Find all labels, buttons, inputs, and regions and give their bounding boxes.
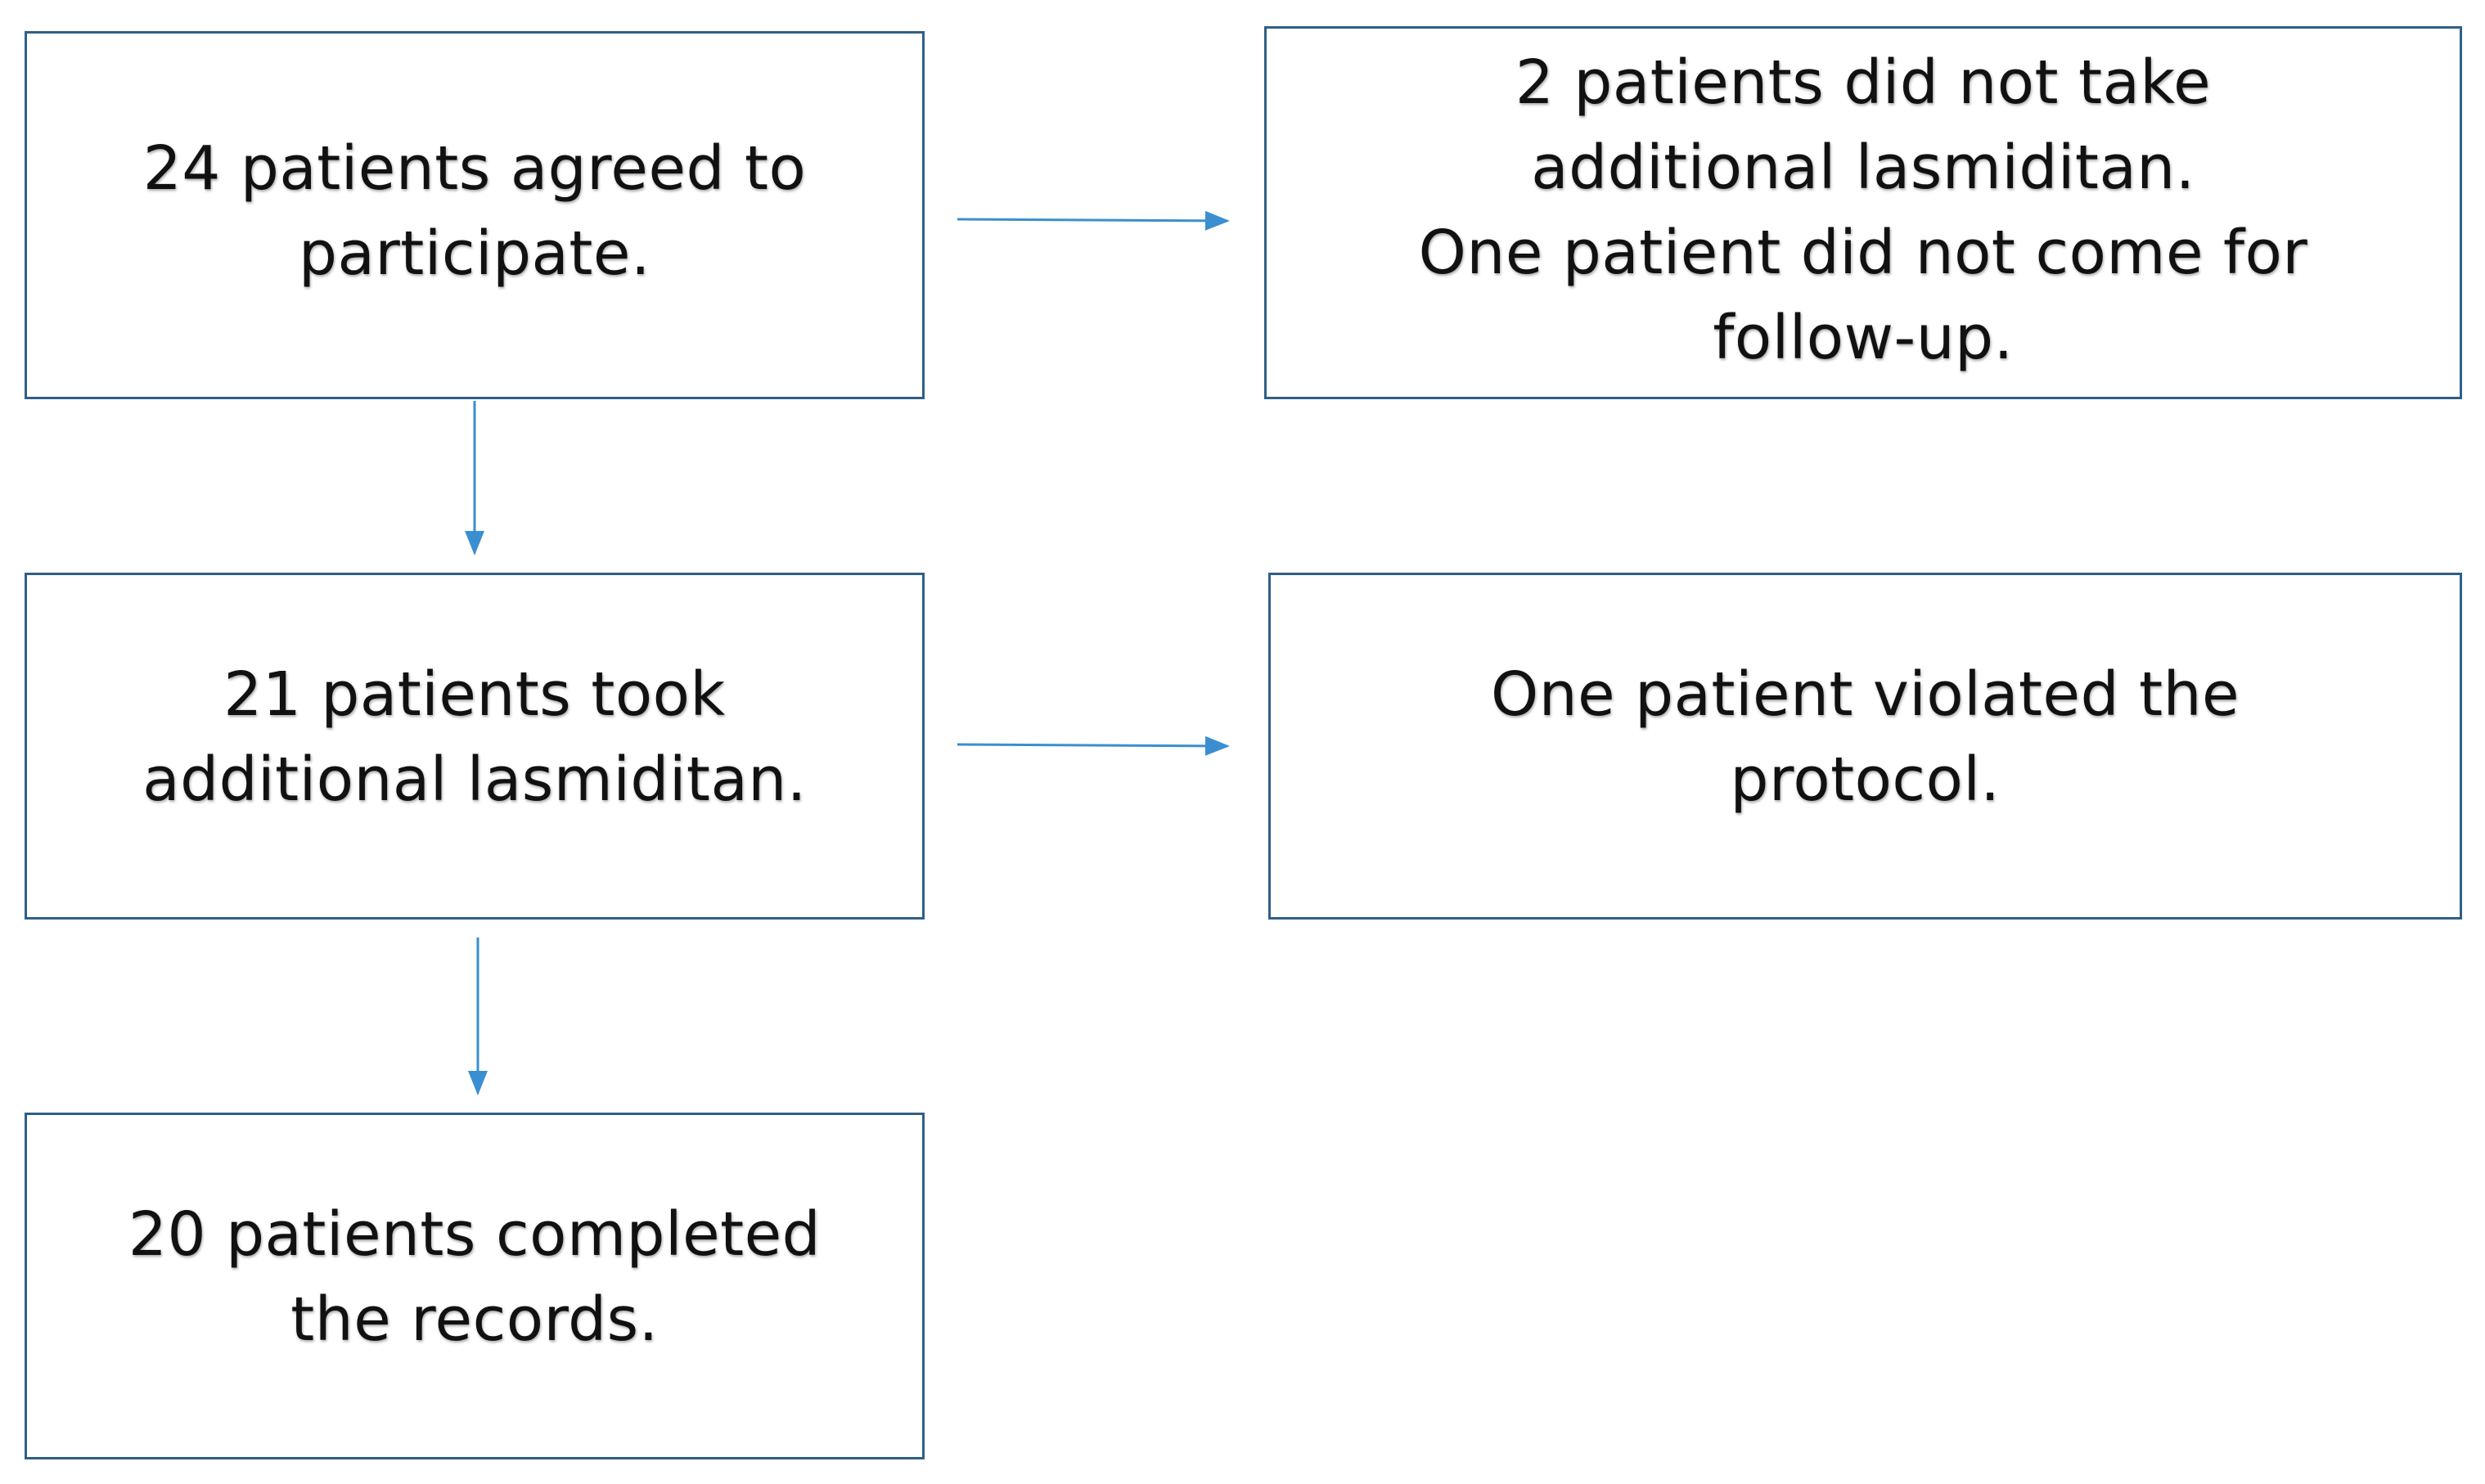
box-protocol-violation-text: One patient violated the protocol. <box>1490 659 2240 815</box>
box-exclusions-first-stage: 2 patients did not take additional lasmi… <box>1264 26 2462 399</box>
arrow-took-to-violation <box>957 735 1230 756</box>
box-patients-completed: 20 patients completed the records. <box>25 1113 925 1459</box>
arrow-agreed-to-exclusions <box>957 210 1230 231</box>
box-patients-took-lasmiditan-text: 21 patients took additional lasmiditan. <box>142 659 807 815</box>
box-exclusions-first-stage-text: 2 patients did not take additional lasmi… <box>1418 47 2308 373</box>
box-patients-agreed: 24 patients agreed to participate. <box>25 31 925 399</box>
box-patients-completed-text: 20 patients completed the records. <box>128 1199 822 1355</box>
box-protocol-violation: One patient violated the protocol. <box>1268 573 2462 920</box>
box-patients-took-lasmiditan: 21 patients took additional lasmiditan. <box>25 573 925 920</box>
box-patients-agreed-text: 24 patients agreed to participate. <box>142 133 807 289</box>
